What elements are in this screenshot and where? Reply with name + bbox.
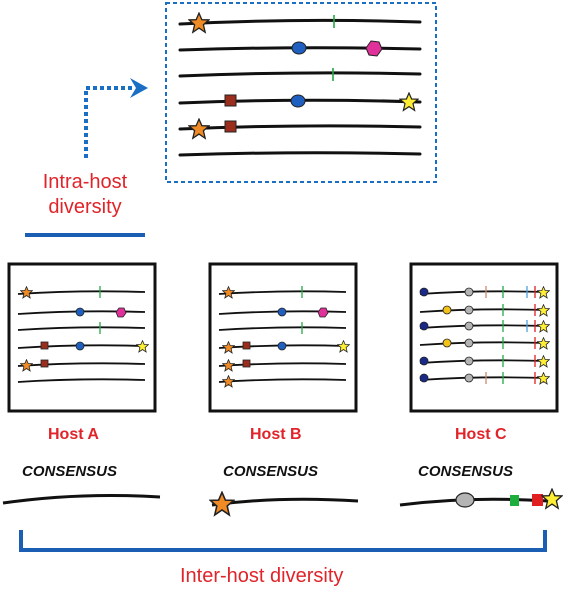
intra-host-label-line2: diversity [48, 196, 122, 218]
circle-icon [464, 373, 474, 383]
square-icon [224, 94, 237, 107]
inter-host-label: Inter-host diversity [180, 565, 344, 587]
consensus-b-label: CONSENSUS [223, 463, 319, 480]
circle-icon [419, 321, 429, 331]
square-icon [510, 495, 519, 506]
inter-bracket [19, 530, 547, 552]
circle-icon [464, 338, 474, 348]
consensus-a-label: CONSENSUS [22, 463, 118, 480]
arrow-icon [84, 78, 148, 158]
circle-icon [419, 287, 429, 297]
host-a-markers [20, 286, 149, 372]
star-icon [188, 118, 210, 139]
host-c-label: Host C [455, 426, 507, 443]
host-b-label: Host B [250, 426, 302, 443]
circle-icon [75, 307, 85, 317]
host-c-markers [419, 286, 550, 385]
circle-icon [442, 338, 452, 348]
circle-icon [290, 94, 306, 108]
host-a-box [7, 262, 157, 413]
circle-icon [464, 356, 474, 366]
circle-icon [277, 341, 287, 351]
zoom-box [165, 2, 437, 183]
square-icon [242, 359, 251, 368]
circle-icon [464, 287, 474, 297]
square-icon [40, 341, 49, 350]
intra-host-label: Intra-host diversity [25, 170, 145, 220]
circle-icon [75, 341, 85, 351]
circle-icon [442, 305, 452, 315]
circle-icon [277, 307, 287, 317]
hexagon-icon [115, 307, 127, 318]
zoom-markers [188, 12, 419, 139]
circle-icon [291, 41, 307, 55]
hexagon-icon [317, 307, 329, 318]
circle-icon [464, 321, 474, 331]
square-icon [242, 341, 251, 350]
host-a-label: Host A [48, 426, 99, 443]
square-icon [40, 359, 49, 368]
circle-icon [455, 492, 475, 508]
hexagon-icon [365, 40, 383, 57]
square-icon [532, 494, 543, 506]
host-b-markers [222, 286, 350, 388]
circle-icon [419, 356, 429, 366]
consensus-b [209, 491, 359, 516]
star-icon [188, 12, 210, 33]
host-c-box [409, 262, 559, 413]
host-b-box [208, 262, 358, 413]
circle-icon [464, 305, 474, 315]
circle-icon [419, 373, 429, 383]
intra-host-label-line1: Intra-host [42, 171, 128, 193]
star-icon [541, 488, 563, 509]
star-icon [209, 491, 235, 516]
consensus-a-sequence [2, 493, 161, 505]
host-c-sequences [419, 290, 549, 381]
consensus-c-label: CONSENSUS [418, 463, 514, 480]
star-icon [399, 92, 419, 112]
square-icon [224, 120, 237, 133]
host-a-sequences [17, 290, 146, 383]
consensus-c [399, 488, 563, 509]
zoom-sequences [178, 18, 422, 157]
